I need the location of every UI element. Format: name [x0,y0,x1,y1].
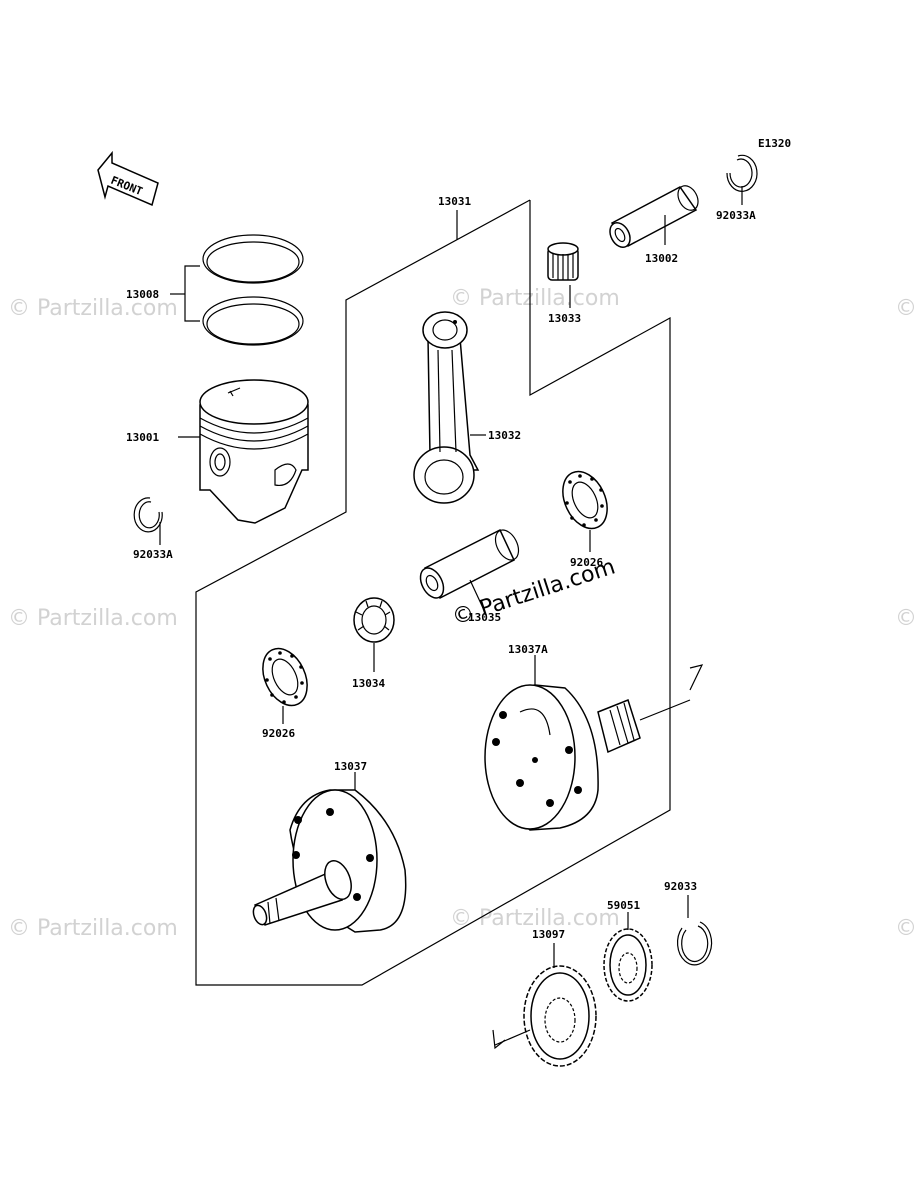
piston-ring [202,234,304,284]
circlip [138,501,160,529]
connecting-rod [413,311,480,504]
part-label-13008: 13008 [126,288,159,301]
part-label-92033a-right: 92033A [716,209,756,222]
watermark: © Partzilla.com [895,916,917,941]
part-label-92033a-left: 92033A [133,548,173,561]
part-label-13097: 13097 [532,928,565,941]
part-label-92026-right: 92026 [570,556,603,569]
crankshaft-right-half [484,684,691,831]
part-label-92026-left: 92026 [262,727,295,740]
thrust-washer [562,470,608,530]
needle-bearing [353,597,395,643]
assembly-outline [195,199,671,986]
watermark: © Partzilla.com [8,606,178,631]
part-label-13037a: 13037A [508,643,548,656]
part-label-13034: 13034 [352,677,385,690]
gear [603,928,653,1002]
circlip [729,158,753,188]
leader-line [184,265,200,322]
part-label-13001: 13001 [126,431,159,444]
leader-line [469,579,484,609]
part-label-13031: 13031 [438,195,471,208]
front-arrow-icon: FRONT [97,150,159,207]
watermark: © Partzilla.com [895,296,917,321]
part-label-13002: 13002 [645,252,678,265]
watermark: © Partzilla.com [450,286,620,311]
crank-pin [419,528,520,600]
watermark: © Partzilla.com [8,916,178,941]
piston-pin [609,185,699,248]
diagram-code: E1320 [758,137,791,150]
part-label-13035: 13035 [468,611,501,624]
piston [199,379,309,524]
circlip [681,925,709,962]
part-label-59051: 59051 [607,899,640,912]
circlip [726,154,758,192]
circlip [133,497,163,533]
part-label-13032: 13032 [488,429,521,442]
leader-line [689,664,704,691]
crankshaft-left-half [252,789,407,933]
leader-line [492,1029,506,1050]
gear [494,965,597,1067]
part-label-92033: 92033 [664,880,697,893]
watermark: © Partzilla.com [895,606,917,631]
watermark: © Partzilla.com [8,296,178,321]
part-label-13037: 13037 [334,760,367,773]
part-label-13033: 13033 [548,312,581,325]
needle-bearing [547,242,579,281]
thrust-washer [262,647,308,707]
circlip [676,921,713,966]
piston-ring [202,296,304,346]
